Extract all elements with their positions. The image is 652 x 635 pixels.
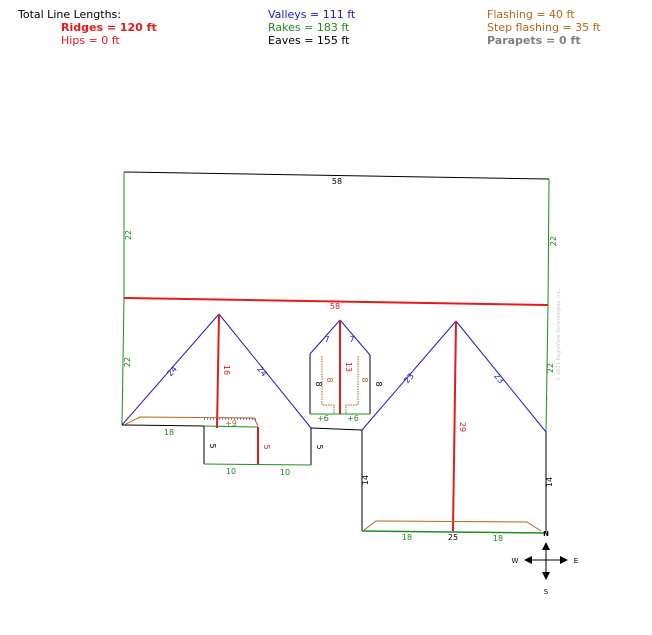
valleys-total: Valleys = 111 ft — [268, 8, 356, 21]
bump-bottom-rake-line — [203, 463, 312, 466]
ridges-total: Ridges = 120 ft — [61, 21, 157, 34]
label-ridge-g1: 16 — [222, 365, 231, 375]
label-g2-side-right: 8 — [374, 381, 383, 386]
label-g2-flash-left: 8 — [325, 377, 334, 382]
ridge-g1-line — [216, 313, 220, 429]
compass-n: N — [543, 530, 549, 538]
label-eave-left-bottom: 18 — [164, 428, 174, 437]
label-bottom-rake-right: 18 — [493, 534, 503, 543]
bottom-eave-line — [361, 530, 547, 534]
valley-g2-left-line — [309, 319, 341, 355]
label-top-eave: 58 — [332, 177, 342, 186]
compass-rose-icon — [524, 542, 568, 580]
hips-total: Hips = 0 ft — [61, 34, 120, 47]
rake-right-upper-line — [547, 178, 550, 306]
label-side-14-left: 14 — [361, 475, 370, 485]
label-valley-g1-left: 24 — [165, 365, 179, 379]
label-bottom-rake-left: 18 — [402, 533, 412, 542]
rake-left-lower-line — [121, 297, 125, 426]
compass-s: S — [544, 588, 549, 596]
label-valley-g2-left: 7 — [324, 335, 329, 344]
label-bump-rake-right: 10 — [280, 468, 290, 477]
top-eave-line — [123, 171, 550, 180]
valley-g2-right-line — [339, 319, 371, 356]
label-valley-g3-right: 23 — [492, 372, 505, 386]
label-bump-left: 5 — [208, 443, 217, 448]
main-ridge-line — [123, 297, 549, 306]
label-flash-left: +9 — [225, 419, 237, 428]
step-flashing-total: Step flashing = 35 ft — [487, 21, 601, 34]
g2-flashing-path — [321, 356, 359, 414]
label-g2-rake-right: +6 — [347, 414, 359, 423]
label-valley-g1-right: 24 — [255, 365, 268, 379]
label-rake-left-lower: 22 — [123, 357, 132, 367]
label-ridge-g2: 13 — [344, 362, 353, 372]
eaves-total: Eaves = 155 ft — [268, 34, 350, 47]
valley-g1-left-line — [121, 313, 220, 426]
label-rake-right-upper: 22 — [549, 236, 558, 246]
label-bottom-eave: 25 — [448, 533, 458, 542]
compass-w: W — [512, 557, 519, 565]
watermark-text: © 2021 EagleView Technologies, Inc. — [555, 288, 562, 381]
flashing-left-path — [123, 416, 259, 427]
rake-right-lower-line — [545, 304, 549, 433]
label-rake-left-upper: 22 — [124, 230, 133, 240]
flashing-bottom-path — [363, 520, 542, 532]
ridge-g3-line — [452, 320, 457, 532]
label-g2-flash-right: 8 — [360, 377, 369, 382]
label-ridge-main: 58 — [330, 302, 340, 311]
label-g2-side-left: 8 — [314, 381, 323, 386]
label-side-14-right: 14 — [545, 477, 554, 487]
rakes-total: Rakes = 183 ft — [268, 21, 350, 34]
label-g2-rake-left: +6 — [317, 414, 329, 423]
label-ridge-g3: 29 — [458, 422, 467, 432]
flashing-total: Flashing = 40 ft — [487, 8, 575, 21]
eave-mid-line — [310, 427, 363, 431]
label-bump-right: 5 — [315, 444, 324, 449]
valley-g3-right-line — [455, 320, 547, 433]
totals-heading: Total Line Lengths: — [18, 8, 121, 21]
label-bump-rake-left: 10 — [226, 467, 236, 476]
label-valley-g3-left: 23 — [402, 372, 415, 386]
compass-e: E — [574, 557, 578, 565]
parapets-total: Parapets = 0 ft — [487, 34, 581, 47]
valley-g3-left-line — [361, 320, 457, 431]
label-ridge-bump: 5 — [262, 444, 271, 449]
label-valley-g2-right: 7 — [349, 335, 354, 344]
bump-top-line — [203, 425, 259, 428]
eave-left-bottom-line — [121, 424, 205, 427]
valley-g1-right-line — [218, 313, 312, 429]
label-rake-right-lower: 22 — [546, 363, 555, 373]
